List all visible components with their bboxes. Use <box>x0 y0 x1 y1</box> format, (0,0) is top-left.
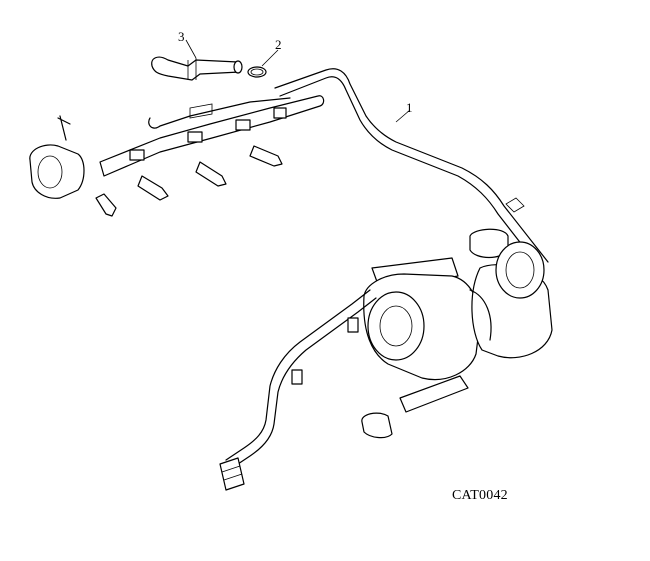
fuel-rail-harness <box>29 95 325 217</box>
callout-1: 1 <box>406 100 413 115</box>
hose-clip-part-2 <box>247 66 267 78</box>
catalog-code: CAT0042 <box>452 488 508 503</box>
turbo-feed-pipe <box>219 289 377 491</box>
callout-2: 2 <box>275 37 282 52</box>
hose-part-3 <box>151 56 243 81</box>
callout-leaders <box>185 39 411 123</box>
turbocharger <box>361 228 553 439</box>
callout-3: 3 <box>178 29 185 44</box>
oil-pipe-part-1 <box>274 68 549 269</box>
